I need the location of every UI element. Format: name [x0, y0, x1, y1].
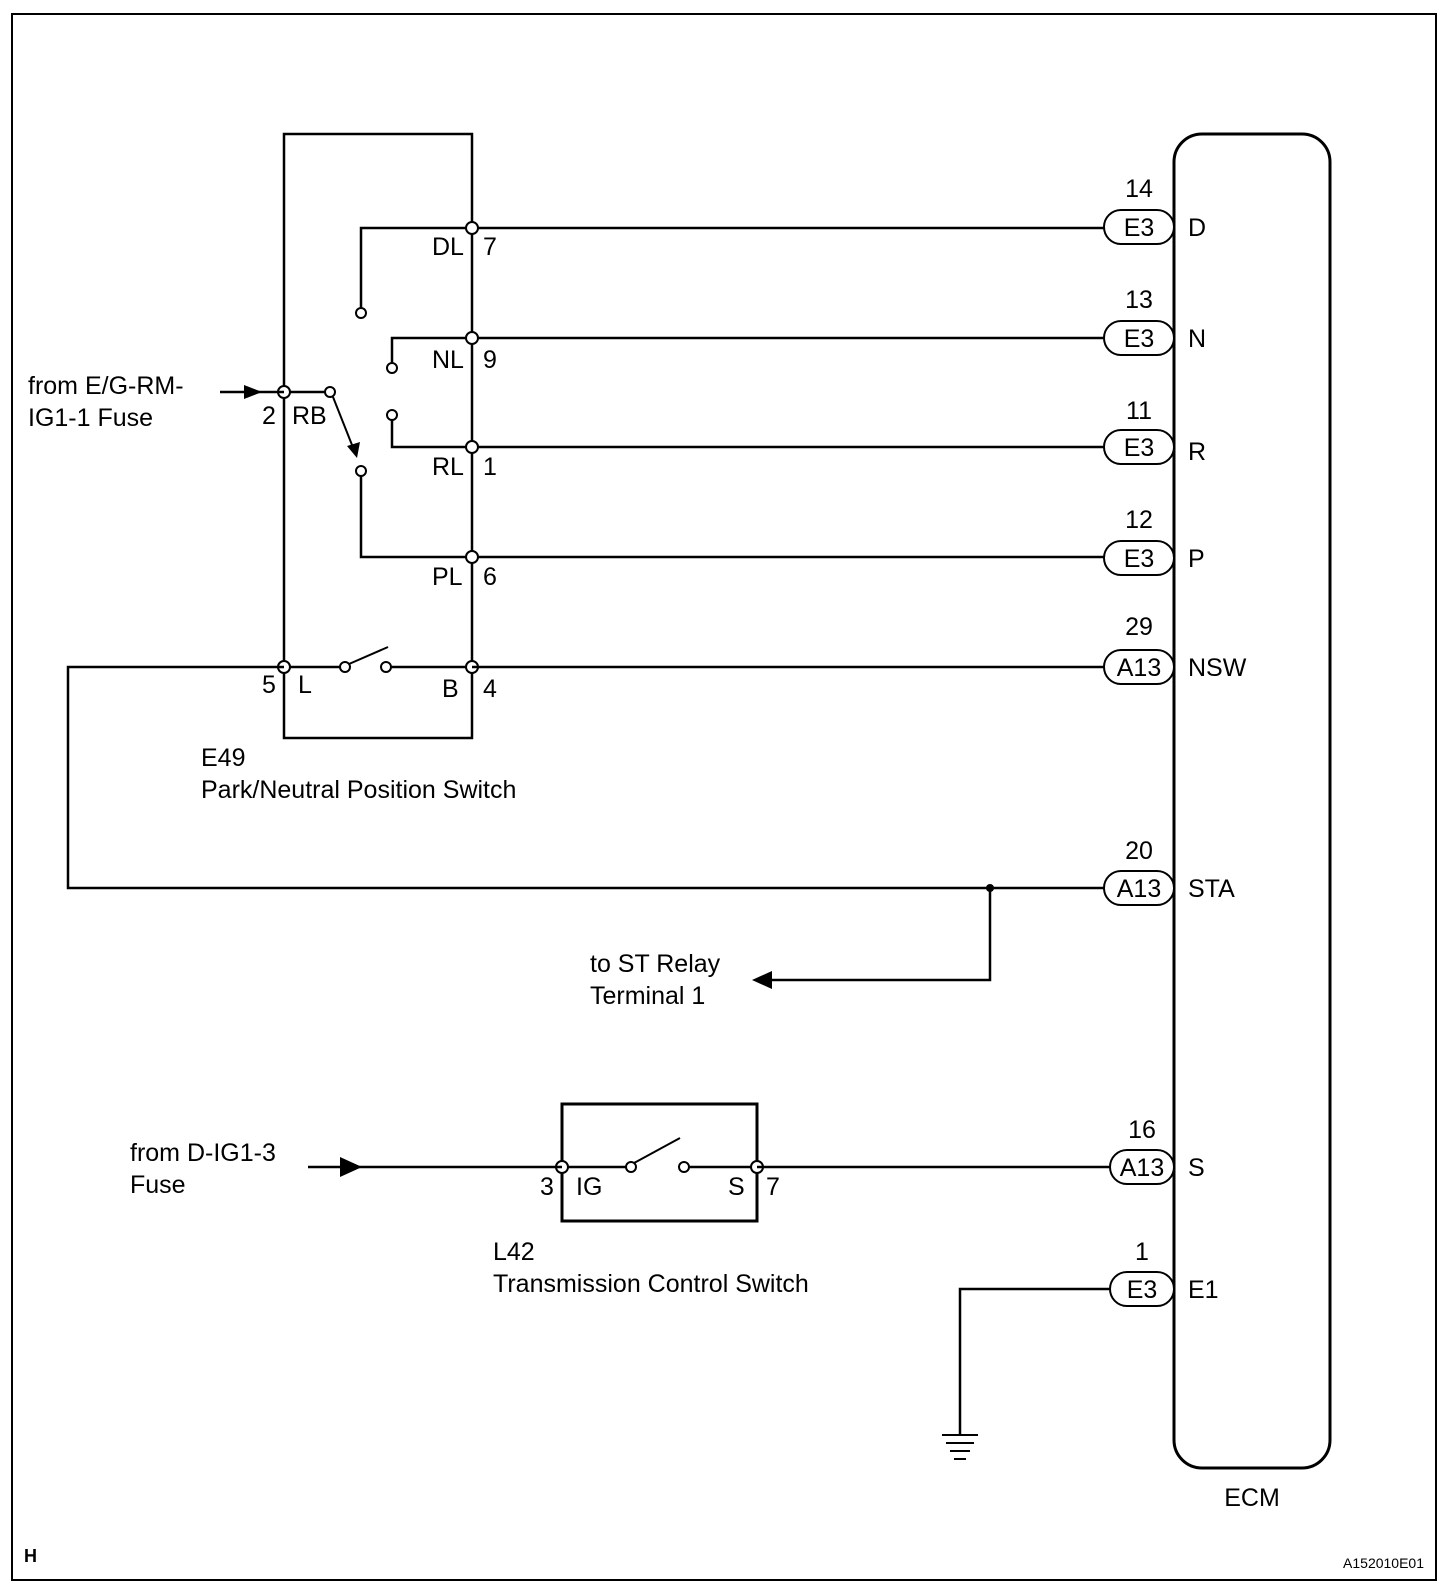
- terminal-ig-pin: 3: [540, 1173, 554, 1201]
- ecm-pin-n-num: 13: [1125, 286, 1153, 314]
- rl-contact-lead: [390, 420, 472, 449]
- ecm-pin-n-conn: E3: [1124, 325, 1155, 353]
- ecm-label: ECM: [1224, 1484, 1280, 1512]
- terminal-pl-pin: 6: [483, 563, 497, 591]
- terminal-nl: [465, 331, 479, 345]
- ecm-pin-e1-conn: E3: [1127, 1276, 1158, 1304]
- ecm-pin-e1-num: 1: [1135, 1238, 1149, 1266]
- terminal-b-label: B: [442, 675, 459, 703]
- terminal-s-label: S: [728, 1173, 745, 1201]
- tcs-name: Transmission Control Switch: [493, 1270, 809, 1298]
- terminal-s-pin: 7: [766, 1173, 780, 1201]
- ecm-pin-sta-conn: A13: [1117, 875, 1161, 903]
- terminal-ig-label: IG: [576, 1173, 602, 1201]
- pnp-switch-code: E49: [201, 744, 245, 772]
- ecm-pin-r-num: 11: [1126, 397, 1152, 425]
- ecm-pin-s: A13 16 S: [1109, 1116, 1205, 1185]
- terminal-dl-label: DL: [432, 233, 464, 261]
- ecm-pin-sta-num: 20: [1125, 837, 1153, 865]
- tcs-contact-ig: [625, 1161, 637, 1173]
- ecm-pin-d-num: 14: [1125, 175, 1153, 203]
- pl-contact-lead: [359, 476, 472, 559]
- tcs-box: [560, 1102, 759, 1223]
- ecm-pin-n-name: N: [1188, 325, 1206, 353]
- tcs-contact-s: [678, 1161, 690, 1173]
- ecm-pin-s-conn: A13: [1120, 1154, 1164, 1182]
- corner-mark: H: [24, 1546, 37, 1566]
- ecm-pin-p-conn: E3: [1124, 545, 1155, 573]
- terminal-l-pin: 5: [262, 671, 276, 699]
- terminal-pl-label: PL: [432, 563, 463, 591]
- nsw-switch-blade: [348, 646, 389, 665]
- fuse-label-2: IG1-1 Fuse: [28, 404, 153, 432]
- figure-code: A152010E01: [1343, 1555, 1424, 1571]
- ecm-pin-nsw-conn: A13: [1117, 654, 1161, 682]
- ground-icon: [942, 1434, 978, 1460]
- terminal-b-pin: 4: [483, 675, 497, 703]
- terminal-nl-label: NL: [432, 346, 464, 374]
- st-relay-label-2: Terminal 1: [590, 982, 705, 1010]
- fuse-label-1: from E/G-RM-: [28, 372, 184, 400]
- tcs-code: L42: [493, 1238, 535, 1266]
- ecm-pin-p: E3 12 P: [1103, 506, 1205, 576]
- rl-contact: [386, 409, 398, 421]
- fuse-arrow-ig: [340, 1157, 362, 1177]
- dash-fuse-label-2: Fuse: [130, 1171, 186, 1199]
- ecm-pin-p-num: 12: [1125, 506, 1153, 534]
- st-relay-label-1: to ST Relay: [590, 950, 721, 978]
- nsw-contact-b: [380, 661, 392, 673]
- ecm-pin-r-conn: E3: [1124, 434, 1155, 462]
- terminal-l-label: L: [298, 671, 312, 699]
- wiper-pivot: [324, 386, 336, 398]
- ecm-pin-d: E3 14 D: [1103, 175, 1206, 245]
- pl-contact: [355, 465, 367, 477]
- tcs-switch-blade: [633, 1137, 681, 1164]
- ecm-pin-n: E3 13 N: [1103, 286, 1206, 356]
- pnp-switch-name: Park/Neutral Position Switch: [201, 776, 516, 804]
- ecm-pin-sta: A13 20 STA: [1103, 837, 1235, 906]
- wire-e1: [958, 1287, 1110, 1434]
- outer-frame: [11, 13, 1437, 1581]
- ecm-pin-nsw-name: NSW: [1188, 654, 1247, 682]
- nsw-contact-l: [339, 661, 351, 673]
- wire-st-relay: [772, 888, 992, 982]
- tcs-switch: 3 IG S 7 L42 Transmission Control Switch: [493, 1102, 809, 1298]
- terminal-rl: [465, 440, 479, 454]
- fuse-arrow-rb: [244, 385, 262, 399]
- ecm-pin-r: E3 11 R: [1103, 397, 1206, 466]
- ecm-pin-s-num: 16: [1128, 1116, 1156, 1144]
- pnp-switch: DL 7 NL 9 RL 1 PL 6 2 RB: [201, 132, 1104, 804]
- ecm-pin-d-name: D: [1188, 214, 1206, 242]
- ecm-pin-sta-name: STA: [1188, 875, 1235, 903]
- terminal-rl-label: RL: [432, 453, 464, 481]
- ecm-pin-d-conn: E3: [1124, 214, 1155, 242]
- dl-contact: [355, 307, 367, 319]
- ecm-pin-s-name: S: [1188, 1154, 1205, 1182]
- ecm-pin-nsw: A13 29 NSW: [1103, 613, 1247, 685]
- ecm-pin-p-name: P: [1188, 545, 1205, 573]
- terminal-rb-pin: 2: [262, 402, 276, 430]
- ecm-pin-e1-name: E1: [1188, 1276, 1219, 1304]
- terminal-dl: [465, 221, 479, 235]
- dl-contact-lead: [359, 226, 472, 308]
- terminal-pl: [465, 550, 479, 564]
- terminal-dl-pin: 7: [483, 233, 497, 261]
- wiper-arrow: [347, 442, 360, 458]
- ecm-pin-nsw-num: 29: [1125, 613, 1153, 641]
- dash-fuse-label-1: from D-IG1-3: [130, 1139, 276, 1167]
- ecm-box: [1172, 132, 1332, 1470]
- wiper-arm: [332, 396, 355, 451]
- pnp-switch-outline: [282, 132, 474, 740]
- terminal-nl-pin: 9: [483, 346, 497, 374]
- st-relay-arrow: [752, 971, 772, 989]
- nl-contact-lead: [390, 336, 472, 363]
- wire-sta: [66, 665, 1104, 890]
- ecm-pin-r-name: R: [1188, 438, 1206, 466]
- terminal-rl-pin: 1: [483, 453, 497, 481]
- terminal-rb-label: RB: [292, 402, 327, 430]
- nl-contact: [386, 362, 398, 374]
